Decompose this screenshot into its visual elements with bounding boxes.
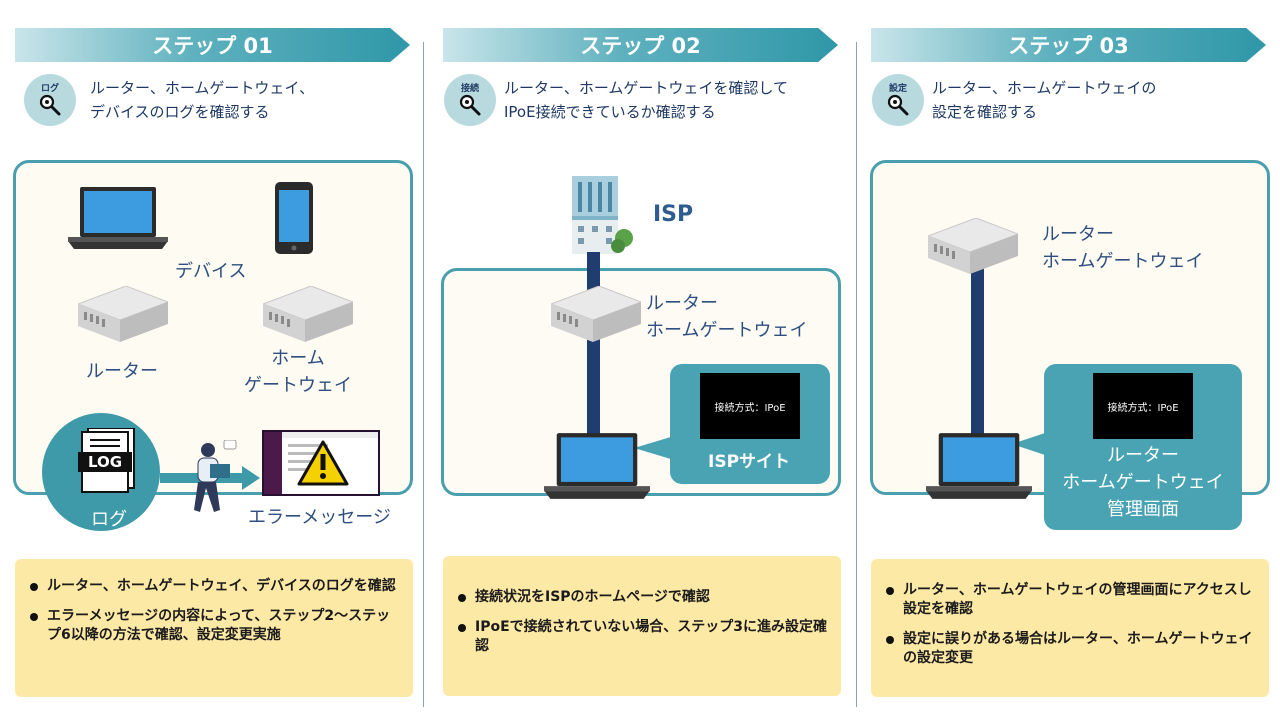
note-item: ルーター、ホームゲートウェイ、デバイスのログを確認 <box>29 577 399 596</box>
router-icon <box>928 218 1018 274</box>
laptop-icon <box>926 433 1032 499</box>
step-01-banner: ステップ 01 <box>15 28 410 62</box>
warning-icon <box>297 440 349 486</box>
step-01-column: ステップ 01 ログ ルーター、ホームゲートウェイ、 デバイスのログを確認する … <box>10 0 420 720</box>
isp-building-icon <box>572 176 633 254</box>
note-item: ルーター、ホームゲートウェイの管理画面にアクセスし設定を確認 <box>885 581 1255 619</box>
person-with-laptop-icon <box>194 440 237 512</box>
error-message-label: エラーメッセージ <box>248 507 391 528</box>
note-item: IPoEで接続されていない場合、ステップ3に進み設定確認 <box>457 618 827 656</box>
step-03-column: ステップ 03 設定 ルーター、ホームゲートウェイの 設定を確認する ルーター … <box>866 0 1276 720</box>
router-icon <box>551 286 641 342</box>
home-gateway-label: ホーム ゲートウェイ <box>244 348 352 396</box>
note-item: 設定に誤りがある場合はルーター、ホームゲートウェイの設定変更 <box>885 630 1255 668</box>
badge-tag: 設定 <box>888 84 907 94</box>
step-02-notes: 接続状況をISPのホームページで確認 IPoEで接続されていない場合、ステップ3… <box>443 556 841 696</box>
log-label: ログ <box>91 509 127 530</box>
laptop-icon <box>68 187 168 249</box>
connection-badge: 接続 <box>444 74 496 126</box>
connection-method-screen: 接続方式：IPoE <box>1093 373 1193 439</box>
home-gateway-icon <box>263 286 353 342</box>
step-01-notes: ルーター、ホームゲートウェイ、デバイスのログを確認 エラーメッセージの内容によっ… <box>15 559 413 697</box>
router-hgw-label: ルーター ホームゲートウェイ <box>1042 224 1204 272</box>
badge-tag: 接続 <box>460 84 479 94</box>
admin-screen-label: ルーター ホームゲートウェイ 管理画面 <box>1062 445 1224 520</box>
step-02-column: ステップ 02 接続 ルーター、ホームゲートウェイを確認して IPoE接続できて… <box>438 0 848 720</box>
step-03-heading: ルーター、ホームゲートウェイの 設定を確認する <box>932 79 1157 121</box>
column-divider <box>423 42 424 707</box>
device-label: デバイス <box>175 261 247 282</box>
router-icon <box>78 286 168 342</box>
step-02-banner: ステップ 02 <box>443 28 838 62</box>
connection-method-screen: 接続方式：IPoE <box>700 373 800 439</box>
laptop-icon <box>544 433 650 499</box>
settings-badge: 設定 <box>872 74 924 126</box>
isp-label: ISP <box>653 202 694 227</box>
magnifier-icon <box>39 94 61 116</box>
column-divider <box>856 42 857 707</box>
log-document-text: LOG <box>87 453 123 471</box>
smartphone-icon <box>275 182 313 254</box>
callout-pointer <box>634 436 674 460</box>
magnifier-icon <box>459 94 481 116</box>
step-02-heading: ルーター、ホームゲートウェイを確認して IPoE接続できているか確認する <box>504 79 788 121</box>
magnifier-icon <box>887 94 909 116</box>
note-item: 接続状況をISPのホームページで確認 <box>457 588 827 607</box>
log-document-icon <box>78 428 135 493</box>
isp-site-label: ISPサイト <box>708 452 791 472</box>
router-hgw-label: ルーター ホームゲートウェイ <box>646 293 808 341</box>
note-item: エラーメッセージの内容によって、ステップ2〜ステップ6以降の方法で確認、設定変更… <box>29 607 399 645</box>
flow-arrow-head <box>242 466 260 490</box>
network-cable <box>971 262 984 442</box>
badge-tag: ログ <box>40 84 59 94</box>
router-label: ルーター <box>86 361 158 382</box>
step-01-heading: ルーター、ホームゲートウェイ、 デバイスのログを確認する <box>90 79 315 121</box>
step-03-banner: ステップ 03 <box>871 28 1266 62</box>
log-badge: ログ <box>24 74 76 126</box>
step-03-notes: ルーター、ホームゲートウェイの管理画面にアクセスし設定を確認 設定に誤りがある場… <box>871 559 1269 697</box>
